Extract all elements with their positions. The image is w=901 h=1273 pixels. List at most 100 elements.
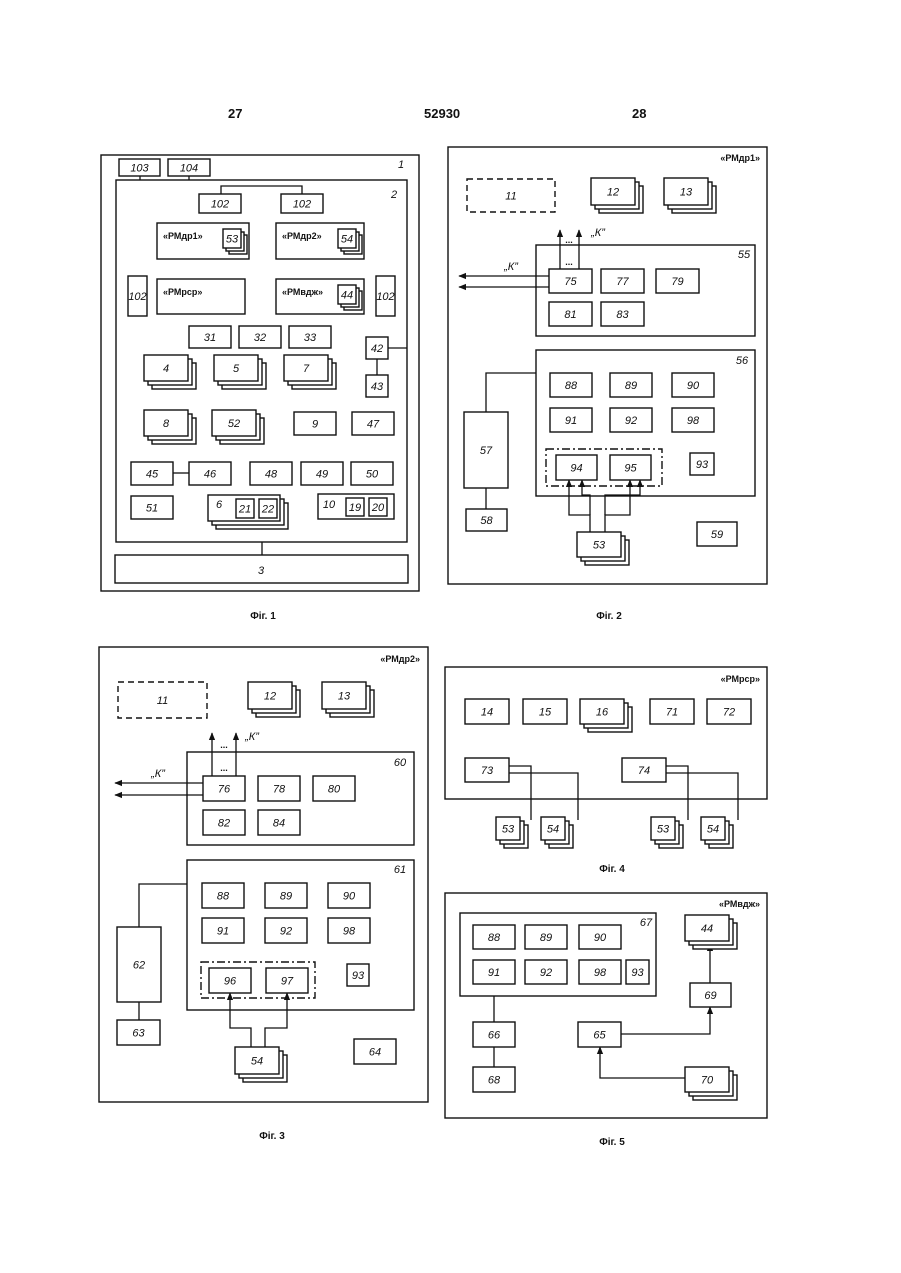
fig1-rmdr1-inner-label: 53	[226, 234, 239, 246]
fig1-label-inner: 2	[390, 189, 397, 201]
fig3-dots-mid: ...	[220, 763, 228, 773]
fig2-block-95-label: 95	[624, 463, 637, 475]
fig4-block-53b-label: 53	[657, 824, 670, 836]
fig3-block-11-label: 11	[157, 695, 168, 707]
fig1-link-102-top	[221, 186, 302, 194]
fig4-link-73-54	[509, 773, 578, 820]
fig2-link-53-95a	[605, 480, 630, 532]
fig2-dots-top: ...	[565, 235, 573, 245]
fig1-block-10-label: 10	[323, 499, 336, 511]
fig5-block-68-label: 68	[488, 1075, 501, 1087]
fig5-label-67: 67	[640, 917, 653, 929]
fig3-block-82-label: 82	[218, 818, 230, 830]
fig1-block-48-label: 48	[265, 469, 278, 481]
fig4-block-14-label: 14	[481, 707, 493, 719]
fig1-block-46-label: 46	[204, 469, 217, 481]
fig2-dots-mid: ...	[565, 257, 573, 267]
fig4-block-71-label: 71	[666, 707, 678, 719]
fig1-block-31-label: 31	[204, 332, 216, 344]
fig3-block-80-label: 80	[328, 784, 341, 796]
fig1-block-6-label: 6	[216, 499, 223, 511]
fig1-block-33-label: 33	[304, 332, 317, 344]
fig3-block-96-label: 96	[224, 976, 237, 988]
fig2-block-83-label: 83	[616, 309, 629, 321]
fig2-block-59-label: 59	[711, 529, 723, 541]
fig1-block-8-label: 8	[163, 418, 170, 430]
fig1-block-9-label: 9	[312, 419, 318, 431]
fig2-link-53-94b	[582, 480, 590, 515]
fig2-block-11-label: 11	[505, 191, 516, 203]
fig2-block-12-label: 12	[607, 187, 619, 199]
fig5-block-90-label: 90	[594, 932, 607, 944]
fig2-block-98-label: 98	[687, 415, 700, 427]
fig2-block-88-label: 88	[565, 380, 578, 392]
fig2-block-58-label: 58	[480, 515, 493, 527]
fig1-block-51-label: 51	[146, 503, 158, 515]
fig4-block-72-label: 72	[723, 707, 735, 719]
fig1-block-47-label: 47	[367, 419, 380, 431]
fig2-k-left: „К”	[503, 261, 519, 273]
fig1-block-45-label: 45	[146, 469, 159, 481]
fig3-block-90-label: 90	[343, 891, 356, 903]
fig3-link-62-61	[139, 884, 187, 927]
fig2-label-55: 55	[738, 249, 751, 261]
fig3-block-12-label: 12	[264, 691, 276, 703]
fig3-block-97-label: 97	[281, 976, 294, 988]
fig1-label-outer: 1	[398, 159, 404, 171]
fig1-rmdr1-tag: «РМдр1»	[163, 231, 203, 241]
fig5-block-69-label: 69	[704, 990, 716, 1002]
fig2-block-75-label: 75	[564, 276, 577, 288]
fig3-block-88-label: 88	[217, 891, 230, 903]
fig4-block-15-label: 15	[539, 707, 552, 719]
fig3-label-60: 60	[394, 757, 407, 769]
fig3-block-54-label: 54	[251, 1056, 263, 1068]
fig1-block-102-right-label: 102	[376, 291, 394, 303]
fig1-block-19-label: 19	[349, 502, 361, 514]
fig4-block-53a-label: 53	[502, 824, 515, 836]
fig5-block-70-label: 70	[701, 1075, 714, 1087]
fig1-block-22-label: 22	[261, 504, 274, 516]
fig4-link-73-53	[509, 766, 531, 820]
fig1-rmdr2-tag: «РМдр2»	[282, 231, 322, 241]
fig1-block-5-label: 5	[233, 363, 240, 375]
fig1-label-base: 3	[258, 565, 265, 577]
fig2-label-56: 56	[736, 355, 749, 367]
fig2-tag: «РМдр1»	[720, 153, 760, 163]
fig3-tag: «РМдр2»	[380, 654, 420, 664]
fig1-block-104-label: 104	[180, 163, 198, 175]
fig2-block-93-label: 93	[696, 459, 709, 471]
fig2-block-81-label: 81	[564, 309, 576, 321]
fig3-block-84-label: 84	[273, 818, 285, 830]
fig5-block-44-label: 44	[701, 923, 713, 935]
fig5-block-93-label: 93	[631, 967, 644, 979]
fig5-block-91-label: 91	[488, 967, 500, 979]
fig4-link-74-53	[666, 766, 688, 820]
fig1-block-20-label: 20	[371, 502, 385, 514]
fig2-link-53-94a	[569, 480, 590, 532]
fig2-block-13-label: 13	[680, 187, 693, 199]
fig1-block-102-top-b-label: 102	[293, 199, 311, 211]
fig1-rmvdzh-tag: «РМвдж»	[282, 287, 323, 297]
fig2-block-79-label: 79	[671, 276, 683, 288]
fig1-block-49-label: 49	[316, 469, 328, 481]
fig1-rmdr2-inner-label: 54	[341, 234, 353, 246]
fig5-block-89-label: 89	[540, 932, 552, 944]
fig2-block-92-label: 92	[625, 415, 637, 427]
fig5-block-65-label: 65	[593, 1030, 606, 1042]
fig3-dots-top: ...	[220, 740, 228, 750]
fig3-block-98-label: 98	[343, 926, 356, 938]
fig2-block-94-label: 94	[570, 463, 582, 475]
fig2-block-57-label: 57	[480, 445, 493, 457]
fig4-block-74-label: 74	[638, 765, 650, 777]
fig4-block-16-label: 16	[596, 707, 609, 719]
fig1-rmvdzh-inner-label: 44	[341, 290, 353, 302]
fig2-block-89-label: 89	[625, 380, 637, 392]
fig5-block-88-label: 88	[488, 932, 501, 944]
fig1-block-103-label: 103	[130, 163, 149, 175]
fig2-k-right: „К”	[590, 227, 606, 239]
fig4-block-54b-label: 54	[707, 824, 719, 836]
fig3-block-93-label: 93	[352, 970, 365, 982]
fig4-block-73-label: 73	[481, 765, 494, 777]
fig1-block-102-left-label: 102	[128, 291, 146, 303]
